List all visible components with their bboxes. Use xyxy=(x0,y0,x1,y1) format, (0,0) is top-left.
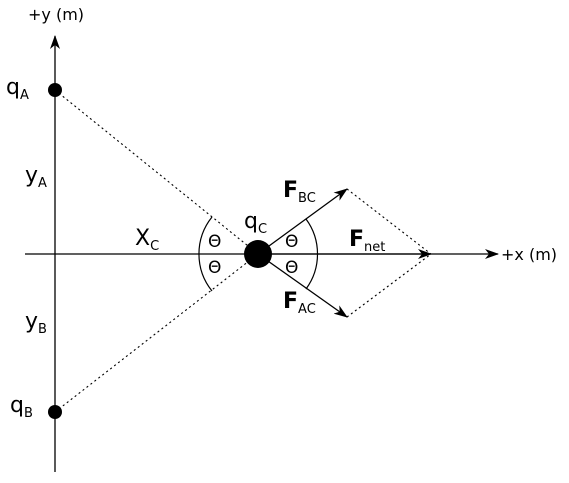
force-bc-arrow xyxy=(257,188,348,255)
charge-c-dot xyxy=(244,240,272,268)
charge-c-label: qC xyxy=(244,209,267,237)
force-ac-label: FAC xyxy=(283,289,316,317)
theta-label-right-upper: Θ xyxy=(285,232,298,252)
theta-label-left-upper: Θ xyxy=(208,232,221,252)
dotted-line-a-to-c xyxy=(54,89,259,255)
angle-arc-left xyxy=(198,216,213,292)
y-axis-label: +y (m) xyxy=(28,5,84,24)
x-axis-label: +x (m) xyxy=(501,245,557,264)
charge-a-label: qA xyxy=(6,75,29,103)
charge-b-dot xyxy=(48,405,62,419)
distance-x-c-label: XC xyxy=(135,226,159,254)
dotted-line-b-to-c xyxy=(54,253,259,413)
theta-label-left-lower: Θ xyxy=(208,258,221,278)
distance-y-a-label: yA xyxy=(25,163,47,191)
theta-label-right-lower: Θ xyxy=(285,258,298,278)
distance-y-b-label: yB xyxy=(25,309,47,337)
force-bc-label: FBC xyxy=(283,178,316,206)
charge-b-label: qB xyxy=(10,393,33,421)
angle-arc-right xyxy=(305,218,319,290)
force-net-label: Fnet xyxy=(349,227,385,255)
charge-a-dot xyxy=(48,83,62,97)
force-ac-arrow xyxy=(257,253,348,318)
dotted-line-ac-to-net xyxy=(346,253,432,318)
